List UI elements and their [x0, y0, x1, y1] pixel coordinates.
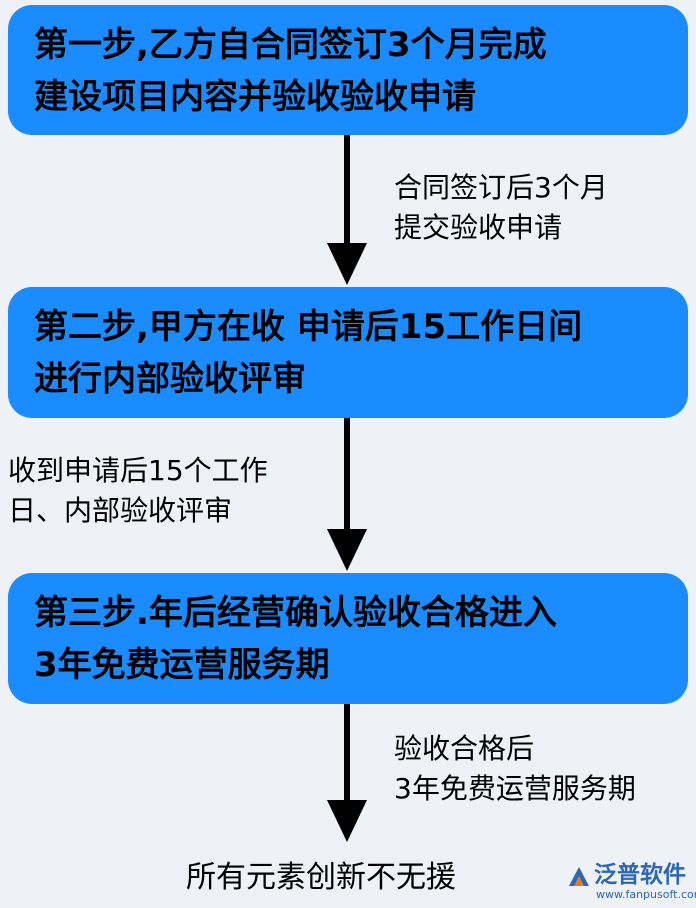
- brand-logo: 泛普软件 www.fanpusoft.com: [566, 860, 696, 904]
- footer-caption: 所有元素创新不无援: [186, 860, 456, 895]
- step-1-line-2: 建设项目内容并验收验收申请: [34, 77, 476, 117]
- arrow-2-head: [327, 529, 367, 571]
- transition-note-1: 合同签订后3个月 提交验收申请: [394, 168, 608, 248]
- step-1-line-1: 第一步,乙方自合同签订3个月完成: [34, 25, 547, 65]
- brand-domain: www.fanpusoft.com: [596, 888, 696, 901]
- down-arrow-3: [327, 704, 367, 842]
- note-3-line-2: 3年免费运营服务期: [394, 772, 636, 805]
- down-arrow-2: [327, 418, 367, 571]
- step-3-box: 第三步.年后经营确认验收合格进入 3年免费运营服务期: [8, 573, 688, 704]
- step-2-line-2: 进行内部验收评审: [34, 359, 306, 399]
- step-1-box: 第一步,乙方自合同签订3个月完成 建设项目内容并验收验收申请: [8, 5, 688, 135]
- brand-mark-icon: [569, 867, 589, 886]
- transition-note-2: 收到申请后15个工作 日、内部验收评审: [8, 451, 268, 531]
- note-2-line-2: 日、内部验收评审: [8, 494, 233, 527]
- arrow-3-shaft: [344, 704, 350, 804]
- arrow-2-shaft: [344, 418, 350, 533]
- step-2-line-1: 第二步,甲方在收 申请后15工作日间: [34, 307, 583, 347]
- transition-note-3: 验收合格后 3年免费运营服务期: [394, 729, 636, 809]
- note-3-line-1: 验收合格后: [394, 732, 535, 765]
- note-1-line-1: 合同签订后3个月: [394, 171, 608, 204]
- arrow-3-head: [327, 800, 367, 842]
- step-2-box: 第二步,甲方在收 申请后15工作日间 进行内部验收评审: [8, 287, 688, 418]
- down-arrow-1: [327, 135, 367, 285]
- note-1-line-2: 提交验收申请: [394, 211, 563, 244]
- note-2-line-1: 收到申请后15个工作: [8, 454, 268, 487]
- arrow-1-shaft: [344, 135, 350, 247]
- step-3-line-2: 3年免费运营服务期: [34, 645, 330, 685]
- step-3-line-1: 第三步.年后经营确认验收合格进入: [34, 593, 557, 633]
- arrow-1-head: [327, 243, 367, 285]
- brand-name: 泛普软件: [594, 862, 686, 888]
